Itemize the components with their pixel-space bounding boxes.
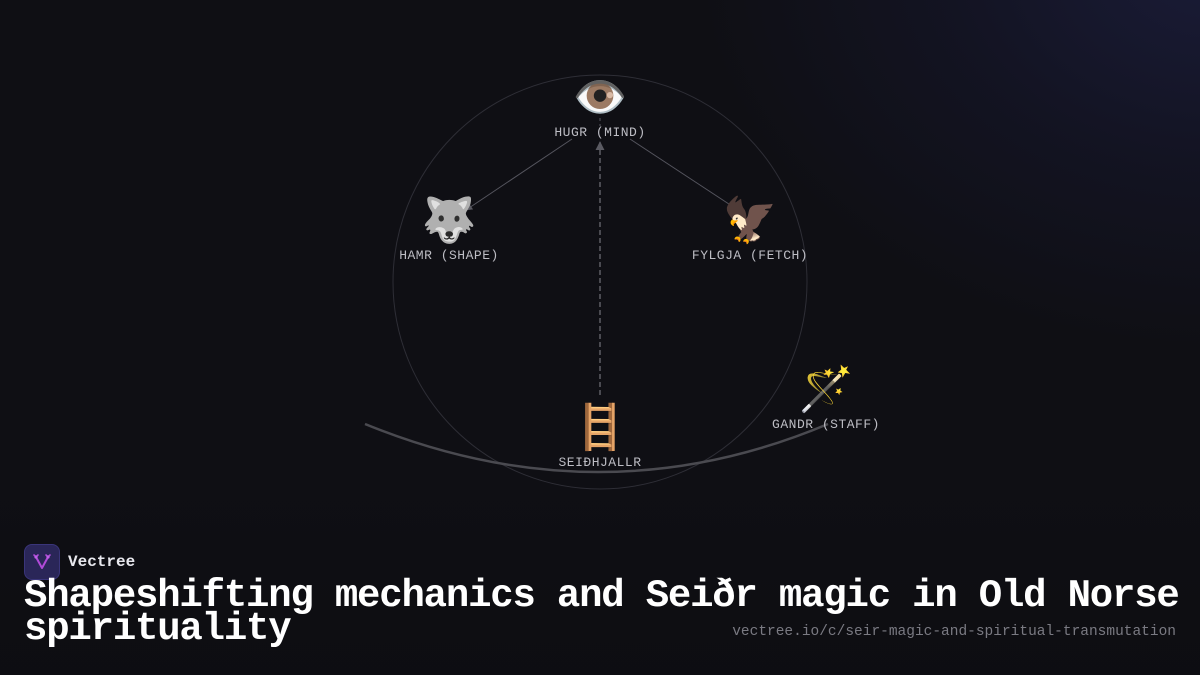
ladder-icon: 🪜 bbox=[572, 402, 628, 453]
node-label: GANDR (STAFF) bbox=[772, 417, 880, 432]
brand-name: Vectree bbox=[68, 553, 136, 571]
page-title: Shapeshifting mechanics and Seiðr magic … bbox=[24, 574, 1180, 651]
node-hamr[interactable]: 🐺 HAMR (SHAPE) bbox=[399, 195, 499, 264]
node-label: FYLGJA (FETCH) bbox=[691, 248, 809, 263]
node-gandr[interactable]: 🪄 GANDR (STAFF) bbox=[772, 364, 880, 433]
node-label: HUGR (MIND) bbox=[554, 125, 646, 140]
orbit-circle bbox=[392, 74, 808, 490]
node-seidhjallr[interactable]: 🪜 SEIÐHJALLR bbox=[558, 402, 642, 471]
eye-icon: 👁️ bbox=[572, 72, 628, 123]
edge-hugr-fylgja bbox=[629, 138, 739, 211]
magic-wand-icon: 🪄 bbox=[798, 364, 854, 415]
node-fylgja[interactable]: 🦅 FYLGJA (FETCH) bbox=[691, 195, 809, 264]
node-label: SEIÐHJALLR bbox=[558, 455, 642, 470]
vectree-logo-icon bbox=[24, 544, 60, 580]
source-url[interactable]: vectree.io/c/seir-magic-and-spiritual-tr… bbox=[732, 624, 1176, 640]
ground-arc bbox=[364, 422, 829, 474]
wolf-icon: 🐺 bbox=[421, 195, 477, 246]
edge-hugr-hamr bbox=[465, 138, 573, 211]
node-hugr[interactable]: 👁️ HUGR (MIND) bbox=[554, 72, 646, 141]
node-label: HAMR (SHAPE) bbox=[399, 248, 499, 263]
eagle-icon: 🦅 bbox=[722, 195, 778, 246]
brand: Vectree bbox=[24, 544, 135, 580]
